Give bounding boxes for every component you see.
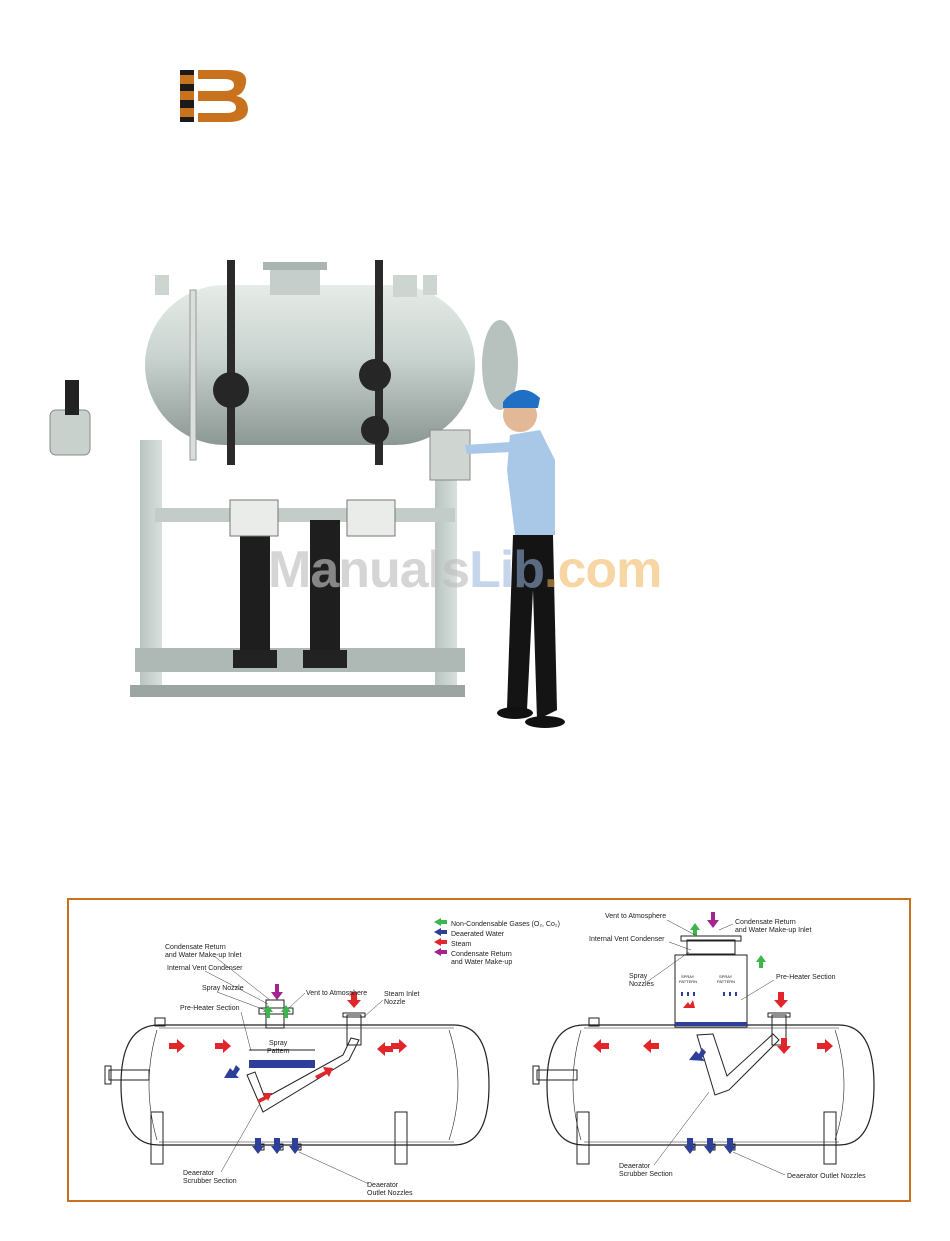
right-condensate-label-2: and Water Make-up Inlet — [735, 927, 811, 934]
left-spray-nozzle-label: Spray Nozzle — [202, 985, 244, 992]
legend-gas: Non-Condensable Gases (O₂, Co₂) — [451, 921, 560, 928]
left-preheater-label: Pre-Heater Section — [180, 1005, 240, 1012]
right-tank-diagram: SPRAY PATTERN SPRAY PATTERN Vent to Atmo… — [532, 912, 875, 1180]
right-outlet-label: Deaerator Outlet Nozzles — [787, 1173, 866, 1180]
left-spray-pattern-label-1: Spray — [269, 1040, 288, 1047]
watermark-part1: Manuals — [268, 541, 470, 599]
left-spray-pattern-label-2: Pattern — [267, 1048, 290, 1055]
deaerator-photo — [49, 260, 565, 728]
legend-condensate-2: and Water Make-up — [451, 959, 512, 966]
left-outlet-label-1: Deaerator — [367, 1182, 399, 1189]
legend-water: Deaerated Water — [451, 931, 505, 938]
company-logo — [180, 70, 248, 122]
gas-arrow-icon — [434, 918, 447, 926]
right-scrubber-label-2: Scrubber Section — [619, 1171, 673, 1178]
right-preheater-label: Pre-Heater Section — [776, 974, 836, 981]
right-scrubber-label-1: Deaerator — [619, 1163, 651, 1170]
left-outlet-label-2: Outlet Nozzles — [367, 1190, 413, 1197]
left-condensate-label-2: and Water Make-up Inlet — [165, 952, 241, 959]
right-spray-pattern-1: SPRAY — [681, 974, 695, 979]
left-steam-inlet-label-2: Nozzle — [384, 999, 406, 1006]
right-condensate-label-1: Condensate Return — [735, 919, 796, 926]
left-condensate-label-1: Condensate Return — [165, 944, 226, 951]
left-vent-atmosphere-label: Vent to Atmosphere — [306, 990, 367, 997]
legend-condensate: Condensate Return — [451, 951, 512, 958]
right-spray-nozzles-label-2: Nozzles — [629, 981, 654, 988]
left-scrubber-label-2: Scrubber Section — [183, 1178, 237, 1185]
watermark: ManualsLib.com — [268, 540, 662, 600]
steam-arrow-icon — [434, 938, 447, 946]
legend: Non-Condensable Gases (O₂, Co₂) Deaerate… — [434, 918, 560, 966]
water-arrow-icon — [434, 928, 447, 936]
watermark-part3: .com — [544, 541, 662, 599]
right-spray-pattern-3: SPRAY — [719, 974, 733, 979]
right-spray-nozzles-label-1: Spray — [629, 973, 648, 980]
left-scrubber-label-1: Deaerator — [183, 1170, 215, 1177]
right-internal-vent-label: Internal Vent Condenser — [589, 936, 665, 943]
left-internal-vent-label: Internal Vent Condenser — [167, 965, 243, 972]
right-spray-pattern-4: PATTERN — [717, 979, 735, 984]
right-vent-atmosphere-label: Vent to Atmosphere — [605, 913, 666, 920]
right-spray-pattern-2: PATTERN — [679, 979, 697, 984]
watermark-part2: Lib — [469, 541, 545, 599]
left-steam-inlet-label-1: Steam Inlet — [384, 991, 419, 998]
condensate-arrow-icon — [434, 948, 447, 956]
diagram-frame: Non-Condensable Gases (O₂, Co₂) Deaerate… — [67, 898, 911, 1202]
legend-steam: Steam — [451, 941, 471, 948]
deaerator-flow-diagram: Non-Condensable Gases (O₂, Co₂) Deaerate… — [104, 912, 875, 1197]
left-tank-diagram: Condensate Return and Water Make-up Inle… — [104, 944, 490, 1197]
